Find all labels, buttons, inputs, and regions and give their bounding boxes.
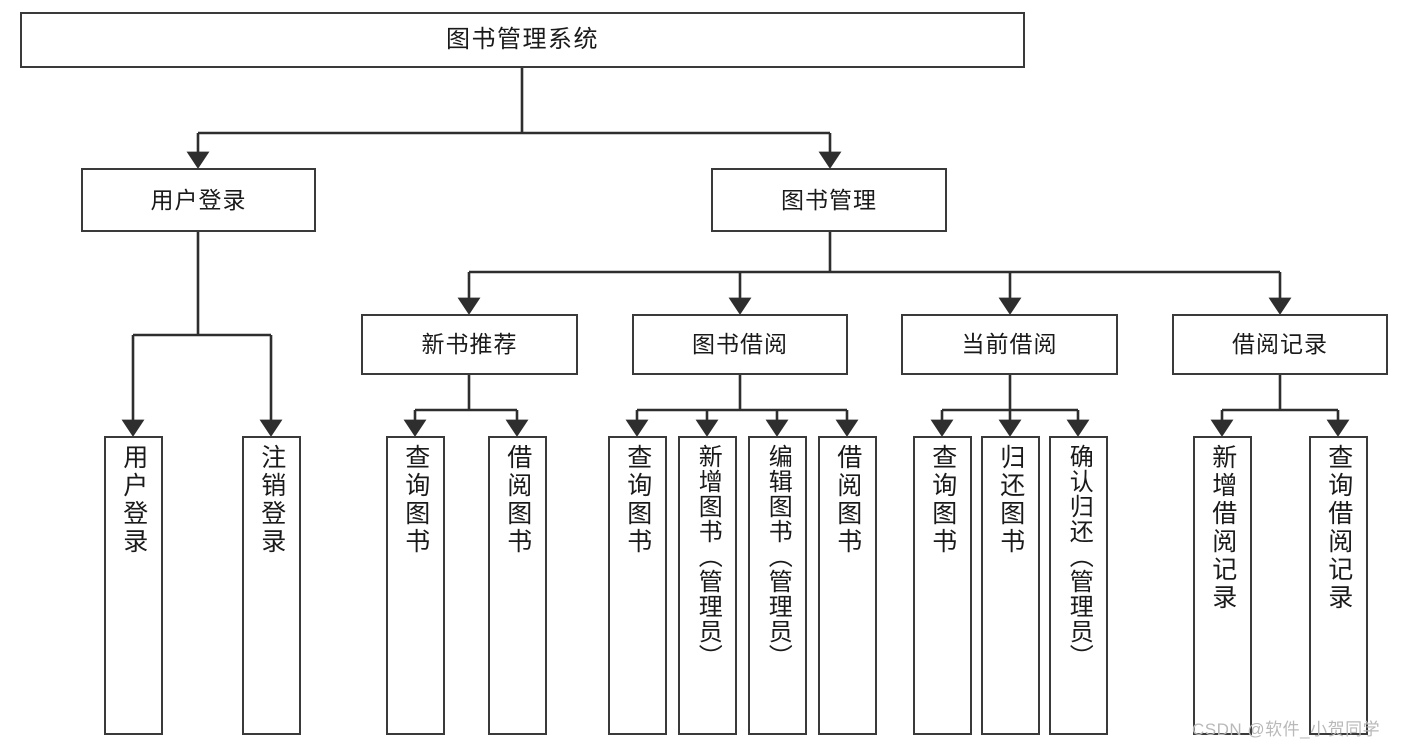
node-borrow-record[interactable]: 借阅记录	[1172, 314, 1388, 375]
leaf-add-book-label: 新增图书（管理员）	[694, 444, 722, 669]
leaf-user-login-label: 用户登录	[119, 444, 148, 556]
leaf-query-book-3[interactable]: 查询图书	[913, 436, 972, 735]
leaf-borrow-book-1-label: 借阅图书	[503, 444, 532, 556]
node-user-login-label: 用户登录	[150, 186, 247, 213]
node-book-manage-label: 图书管理	[781, 186, 877, 213]
csdn-watermark: CSDN @软件_小贺同学	[1192, 720, 1381, 739]
leaf-query-book-1-label: 查询图书	[401, 444, 430, 556]
leaf-add-record-label: 新增借阅记录	[1208, 444, 1237, 612]
node-book-borrow-label: 图书借阅	[692, 331, 788, 358]
node-new-book-rec[interactable]: 新书推荐	[361, 314, 578, 375]
node-user-login[interactable]: 用户登录	[81, 168, 316, 232]
leaf-query-record[interactable]: 查询借阅记录	[1309, 436, 1368, 735]
leaf-query-book-2-label: 查询图书	[623, 444, 652, 556]
node-book-manage[interactable]: 图书管理	[711, 168, 947, 232]
leaf-edit-book-label: 编辑图书（管理员）	[764, 444, 792, 669]
leaf-return-book[interactable]: 归还图书	[981, 436, 1040, 735]
leaf-query-book-1[interactable]: 查询图书	[386, 436, 445, 735]
leaf-confirm-return[interactable]: 确认归还（管理员）	[1049, 436, 1108, 735]
node-current-borrow[interactable]: 当前借阅	[901, 314, 1118, 375]
leaf-query-book-3-label: 查询图书	[928, 444, 957, 556]
node-current-borrow-label: 当前借阅	[961, 331, 1058, 358]
leaf-borrow-book-2[interactable]: 借阅图书	[818, 436, 877, 735]
leaf-query-book-2[interactable]: 查询图书	[608, 436, 667, 735]
node-new-book-rec-label: 新书推荐	[421, 331, 518, 358]
node-book-borrow[interactable]: 图书借阅	[632, 314, 848, 375]
leaf-query-record-label: 查询借阅记录	[1324, 444, 1353, 612]
leaf-logout[interactable]: 注销登录	[242, 436, 301, 735]
leaf-borrow-book-2-label: 借阅图书	[833, 444, 862, 556]
leaf-edit-book[interactable]: 编辑图书（管理员）	[748, 436, 807, 735]
leaf-add-book[interactable]: 新增图书（管理员）	[678, 436, 737, 735]
leaf-user-login[interactable]: 用户登录	[104, 436, 163, 735]
leaf-add-record[interactable]: 新增借阅记录	[1193, 436, 1252, 735]
node-root-label: 图书管理系统	[446, 26, 599, 54]
node-root[interactable]: 图书管理系统	[20, 12, 1025, 68]
leaf-return-book-label: 归还图书	[996, 444, 1025, 556]
leaf-confirm-return-label: 确认归还（管理员）	[1065, 444, 1093, 669]
leaf-logout-label: 注销登录	[257, 444, 286, 556]
node-borrow-record-label: 借阅记录	[1232, 331, 1328, 358]
leaf-borrow-book-1[interactable]: 借阅图书	[488, 436, 547, 735]
